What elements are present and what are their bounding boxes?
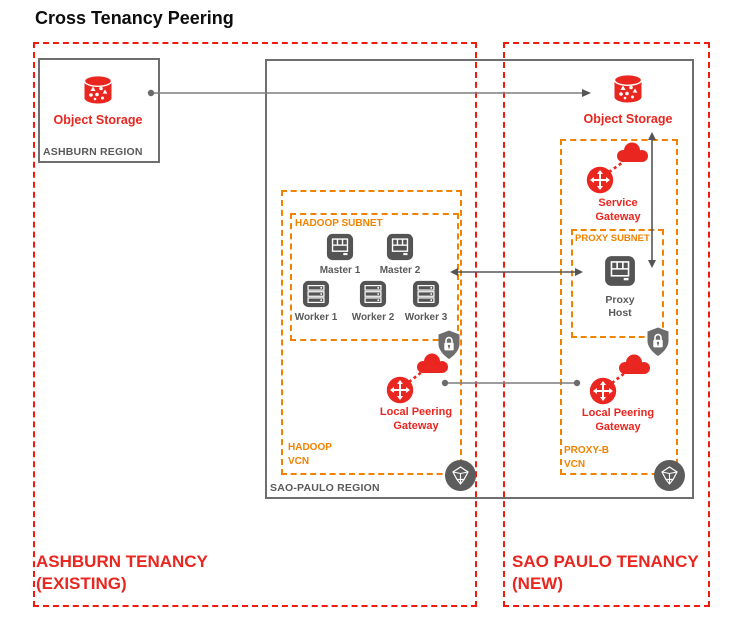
worker1-node: Worker 1 — [286, 280, 346, 325]
lpg-right-gateway — [589, 377, 617, 405]
master1-node: Master 1 — [310, 233, 370, 278]
master-node-icon — [326, 233, 354, 261]
service-gateway-label-line1: Service — [598, 197, 638, 209]
proxy-host-node — [604, 255, 636, 287]
proxy-host-label-line1: Proxy — [605, 294, 635, 306]
proxy-b-vcn-label: PROXY-B VCN — [564, 444, 609, 471]
proxy-b-vcn-badge — [653, 459, 686, 492]
hadoop-subnet-box — [290, 213, 459, 341]
hadoop-subnet-shield — [437, 329, 461, 361]
proxy-b-vcn-box — [560, 139, 678, 475]
lpg-right-label: Local Peering Gateway — [572, 407, 664, 435]
service-gateway-cloud — [613, 141, 651, 165]
lpg-left-label-line1: Local Peering — [379, 406, 453, 418]
shield-lock-icon — [438, 330, 460, 359]
worker3-label: Worker 3 — [404, 312, 448, 323]
master1-label: Master 1 — [319, 265, 361, 276]
hadoop-vcn-box — [281, 190, 462, 475]
ashburn-region-label: ASHBURN REGION — [43, 146, 143, 158]
vcn-badge-icon — [445, 460, 476, 491]
object-storage-saopaulo-node — [609, 73, 647, 107]
worker-node-icon — [302, 280, 330, 308]
object-storage-ashburn-label: Object Storage — [53, 113, 143, 127]
sao-paulo-tenancy-label: SAO PAULO TENANCY (NEW) — [512, 551, 699, 596]
service-gateway-icon-wrap — [586, 166, 614, 194]
cloud-icon — [619, 354, 650, 374]
sao-paulo-region-box — [265, 59, 694, 499]
ashburn-region-box — [38, 58, 160, 163]
gateway-icon — [589, 377, 617, 405]
proxy-subnet-shield — [646, 326, 670, 358]
master2-label: Master 2 — [379, 265, 421, 276]
worker2-node: Worker 2 — [343, 280, 403, 325]
ashburn-tenancy-line2: (EXISTING) — [36, 574, 127, 594]
ashburn-tenancy-box — [33, 42, 477, 607]
page-title: Cross Tenancy Peering — [35, 8, 234, 28]
master-node-icon — [386, 233, 414, 261]
proxy-host-label-line2: Host — [608, 307, 632, 320]
ashburn-tenancy-line1: ASHBURN TENANCY — [36, 552, 208, 571]
hadoop-vcn-label: HADOOP VCN — [288, 441, 332, 468]
worker1-label: Worker 1 — [294, 312, 338, 323]
sao-paulo-tenancy-line2: (NEW) — [512, 574, 563, 594]
lpg-left-gateway — [386, 376, 414, 404]
hadoop-subnet-label: HADOOP SUBNET — [295, 218, 383, 229]
sao-paulo-region-label: SAO-PAULO REGION — [270, 482, 380, 494]
lpg-left-label: Local Peering Gateway — [370, 406, 462, 434]
proxy-b-vcn-label-line2: VCN — [564, 458, 586, 470]
worker2-label: Worker 2 — [351, 312, 395, 323]
lpg-right-cloud — [615, 353, 653, 377]
cloud-icon — [417, 353, 448, 373]
lpg-left-cloud — [413, 352, 451, 376]
gateway-icon — [386, 376, 414, 404]
hadoop-vcn-badge — [444, 459, 477, 492]
proxy-host-label: Proxy Host — [590, 294, 650, 320]
worker3-node: Worker 3 — [396, 280, 456, 325]
service-gateway-label-line2: Gateway — [595, 210, 641, 223]
lpg-right-label-line1: Local Peering — [581, 407, 655, 419]
proxy-subnet-box — [571, 229, 664, 338]
sao-paulo-tenancy-line1: SAO PAULO TENANCY — [512, 552, 699, 571]
proxy-host-icon — [605, 256, 635, 286]
worker-node-icon — [412, 280, 440, 308]
ashburn-tenancy-label: ASHBURN TENANCY (EXISTING) — [36, 551, 208, 596]
hadoop-vcn-label-line1: HADOOP — [288, 442, 332, 453]
object-storage-ashburn-node — [79, 74, 117, 108]
object-storage-saopaulo-label: Object Storage — [583, 112, 673, 126]
service-gateway-label: Service Gateway — [572, 197, 664, 225]
worker-node-icon — [359, 280, 387, 308]
gateway-icon — [586, 166, 614, 194]
proxy-b-vcn-label-line1: PROXY-B — [564, 445, 610, 456]
vcn-badge-icon — [654, 460, 685, 491]
shield-lock-icon — [647, 327, 669, 356]
lpg-left-label-line2: Gateway — [393, 419, 439, 432]
lpg-right-label-line2: Gateway — [595, 420, 641, 433]
object-storage-icon — [83, 74, 113, 104]
hadoop-vcn-label-line2: VCN — [288, 455, 310, 467]
cloud-icon — [617, 142, 648, 162]
proxy-subnet-label: PROXY SUBNET — [575, 233, 650, 244]
master2-node: Master 2 — [370, 233, 430, 278]
sao-paulo-tenancy-box — [503, 42, 710, 607]
object-storage-icon — [613, 73, 643, 103]
